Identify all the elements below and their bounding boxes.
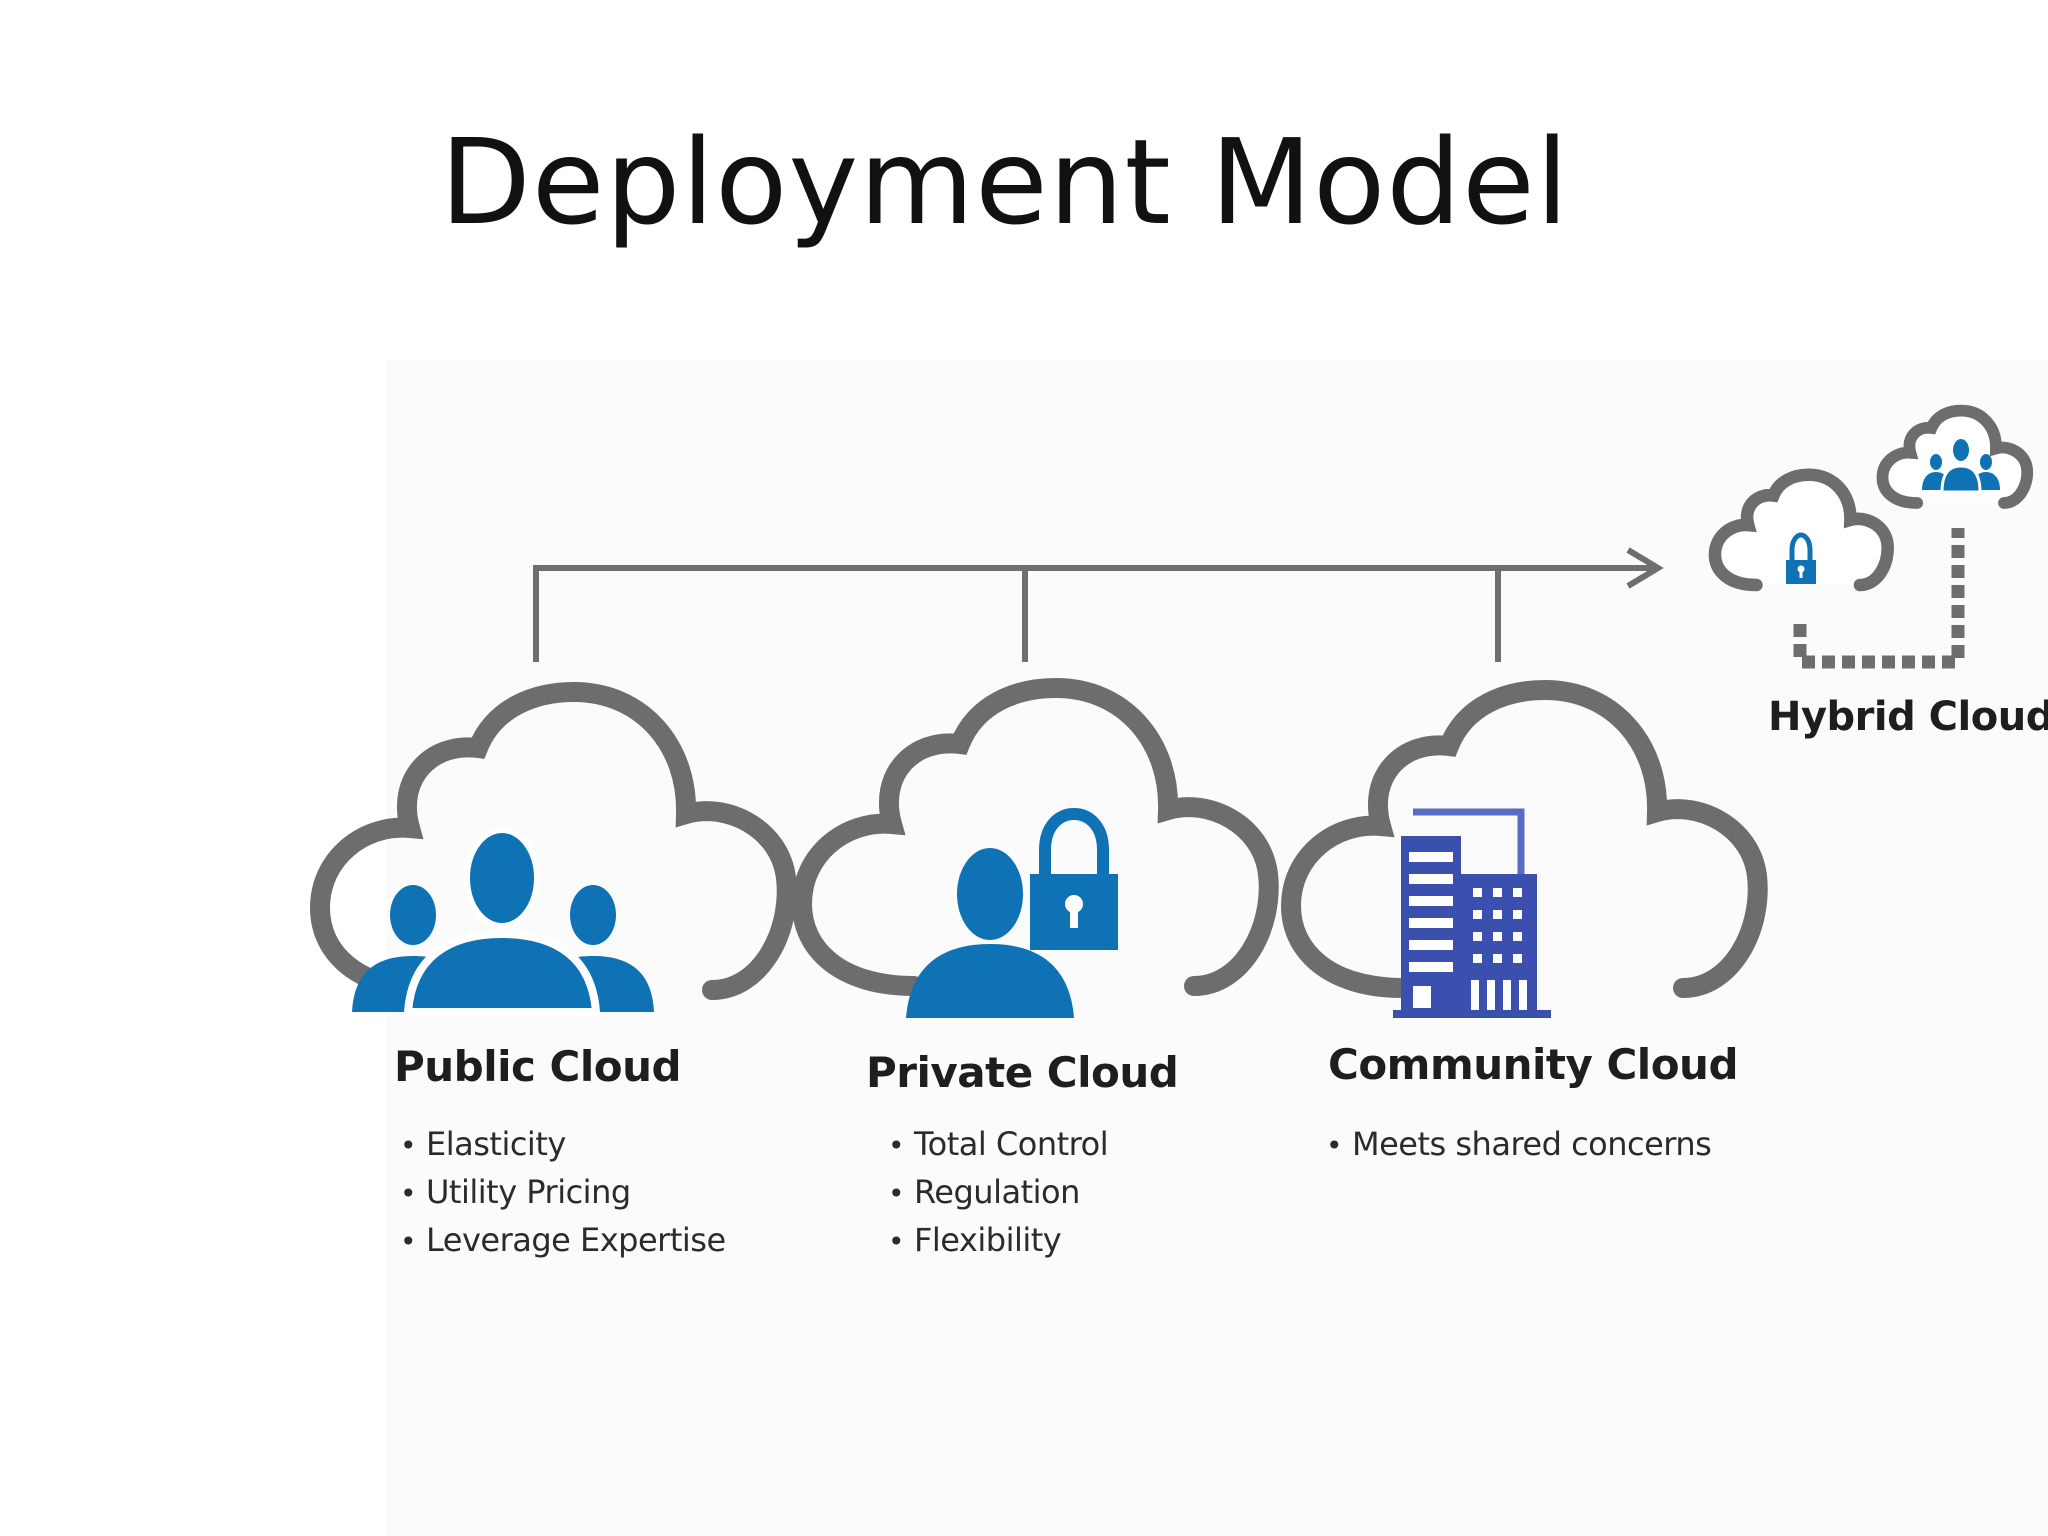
public-cloud-features: Elasticity Utility Pricing Leverage Expe… [400,1121,726,1265]
main-connector-line [533,565,1658,662]
office-building-icon [1393,808,1551,1018]
hybrid-cloud-icon [1715,411,2027,669]
page-title: Deployment Model [440,113,1570,251]
list-item: Total Control [888,1121,1109,1169]
hybrid-people-icon [1922,437,2000,494]
arrow-head-icon [1626,547,1664,589]
list-item: Elasticity [400,1121,726,1169]
hybrid-lock-icon [1786,532,1816,584]
private-cloud-icon [802,688,1269,1018]
list-item: Regulation [888,1169,1108,1217]
hybrid-cloud-label: Hybrid Cloud [1768,694,2048,740]
public-cloud-icon [320,692,787,1016]
lock-icon [1030,807,1118,950]
community-cloud-icon [1291,690,1758,1018]
linked-clouds-icon [1715,411,2027,669]
private-cloud-label: Private Cloud [866,1048,1179,1097]
list-item: Leverage Expertise [400,1217,726,1265]
person-with-lock-icon [906,807,1118,1018]
people-group-icon [352,827,654,1016]
connector-lines [533,547,1664,662]
community-cloud-label: Community Cloud [1328,1040,1739,1089]
community-cloud-features: Meets shared concerns [1326,1121,1712,1169]
list-item: Flexibility [888,1217,1108,1265]
public-cloud-label: Public Cloud [394,1042,682,1091]
list-item: Utility Pricing [400,1169,726,1217]
private-cloud-features: Total Control Regulation Flexibility [888,1121,1109,1265]
list-item: Meets shared concerns [1326,1121,1712,1169]
